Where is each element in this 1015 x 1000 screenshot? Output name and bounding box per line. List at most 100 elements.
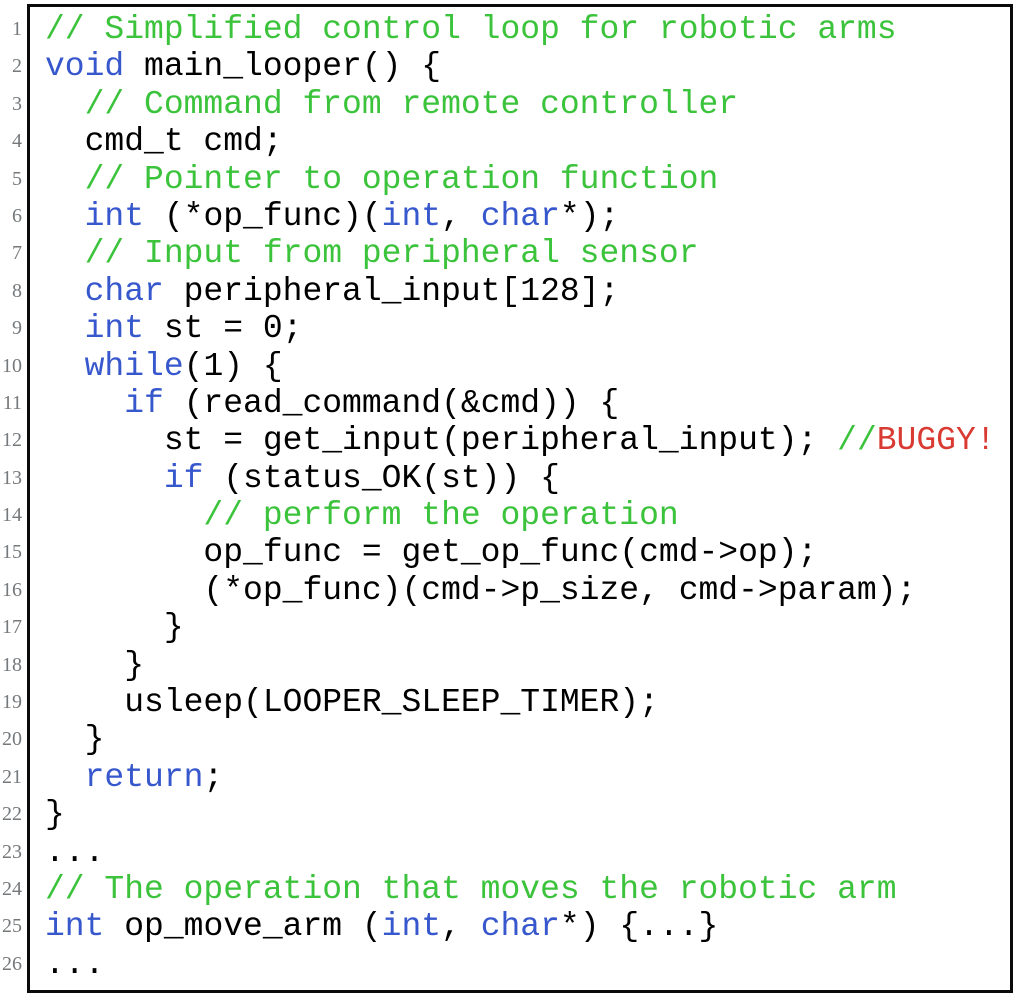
line-number: 12 [2,429,22,452]
line-number: 19 [2,691,22,714]
line-number: 3 [12,92,22,115]
code-segment-code [45,460,164,497]
code-line: int op_move_arm (int, char*) {...} [45,908,1010,945]
code-segment-code: (read_command(&cmd)) { [163,384,620,422]
code-line: ... [45,834,1010,871]
code-line: st = get_input(peripheral_input); //BUGG… [45,422,1010,459]
code-segment-keyword: int [84,197,145,235]
code-line: if (read_command(&cmd)) { [45,385,1010,422]
code-segment-keyword: int [45,908,105,946]
code-segment-keyword: int [84,310,145,348]
code-line: op_func = get_op_func(cmd->op); [45,534,1010,571]
code-line: // Command from remote controller [45,86,1010,123]
code-segment-code: st = 0; [144,310,303,348]
code-segment-comment: // [837,422,877,460]
code-segment-code: st = get_input(peripheral_input); [45,422,838,460]
code-line: void main_looper() { [45,48,1010,85]
code-segment-code: ; [203,758,224,796]
code-segment-code: *) {...} [559,908,719,946]
code-segment-code [45,385,124,422]
code-segment-comment: // The operation that moves the robotic … [45,870,897,908]
line-number: 18 [2,653,22,676]
code-segment-code: , [441,197,481,235]
code-line: // Input from peripheral sensor [45,235,1010,272]
code-line: } [45,721,1010,758]
code-line: } [45,609,1010,646]
code-segment-code: ... [45,833,105,871]
code-frame: // Simplified control loop for robotic a… [27,4,1013,993]
line-number: 11 [2,391,22,414]
code-segment-code: main_looper() { [124,48,442,86]
code-line: return; [45,759,1010,796]
code-segment-code: ... [45,945,105,983]
code-lines: // Simplified control loop for robotic a… [45,11,1010,983]
code-segment-keyword: void [45,48,125,86]
code-segment-code [45,198,85,235]
line-number: 15 [2,541,22,564]
code-segment-code [45,759,85,796]
code-line: ... [45,946,1010,983]
code-segment-keyword: return [84,758,204,796]
code-segment-code [45,273,85,310]
code-segment-keyword: char [480,908,560,946]
code-line: usleep(LOOPER_SLEEP_TIMER); [45,684,1010,721]
line-number: 21 [2,765,22,788]
line-number: 6 [12,204,22,227]
code-segment-code: (1) { [183,347,283,385]
line-number: 9 [12,317,22,340]
code-line: cmd_t cmd; [45,123,1010,160]
code-segment-code: } [45,609,184,647]
code-line: if (status_OK(st)) { [45,460,1010,497]
code-segment-code: } [45,721,105,759]
code-line: // Simplified control loop for robotic a… [45,11,1010,48]
code-segment-comment: // Input from peripheral sensor [45,235,699,273]
code-segment-code: usleep(LOOPER_SLEEP_TIMER); [45,684,659,722]
code-segment-code: op_func = get_op_func(cmd->op); [45,534,818,572]
code-segment-keyword: while [84,347,184,385]
line-number: 22 [2,803,22,826]
code-segment-keyword: char [480,197,560,235]
line-number: 2 [12,55,22,78]
code-line: } [45,647,1010,684]
line-number: 26 [2,952,22,975]
code-line: (*op_func)(cmd->p_size, cmd->param); [45,572,1010,609]
code-segment-keyword: char [84,272,164,310]
code-segment-code: (*op_func)(cmd->p_size, cmd->param); [45,571,917,609]
line-number: 1 [12,18,22,40]
code-segment-keyword: int [381,908,442,946]
line-number: 17 [2,616,22,639]
code-segment-bug: BUGGY! [876,422,996,460]
code-line: int st = 0; [45,310,1010,347]
line-number: 4 [12,130,22,153]
code-line: // The operation that moves the robotic … [45,871,1010,908]
line-number: 8 [12,279,22,302]
code-segment-code [45,348,85,385]
code-segment-comment: // perform the operation [45,497,679,535]
code-line: while(1) { [45,348,1010,385]
code-segment-code: cmd_t cmd; [45,123,283,161]
code-segment-code [45,310,85,347]
line-number: 16 [2,578,22,601]
line-number: 23 [2,840,22,863]
code-segment-code: , [441,908,481,946]
code-segment-code: (*op_func)( [144,197,382,235]
code-segment-keyword: if [124,384,164,422]
line-number: 5 [12,167,22,190]
code-segment-keyword: if [163,459,204,497]
code-segment-code: (status_OK(st)) { [203,459,560,497]
line-number: 7 [12,242,22,265]
code-segment-code: } [45,646,145,684]
code-segment-comment: // Simplified control loop for robotic a… [45,11,897,48]
line-number: 14 [2,504,22,527]
line-number: 25 [2,915,22,938]
line-number: 20 [2,728,22,751]
code-line: // Pointer to operation function [45,161,1010,198]
code-segment-code: } [45,796,65,834]
code-segment-comment: // Command from remote controller [45,85,739,123]
code-line: char peripheral_input[128]; [45,273,1010,310]
code-line: } [45,796,1010,833]
code-segment-code: op_move_arm ( [104,908,382,946]
code-segment-keyword: int [381,197,442,235]
code-segment-comment: // Pointer to operation function [45,160,719,198]
